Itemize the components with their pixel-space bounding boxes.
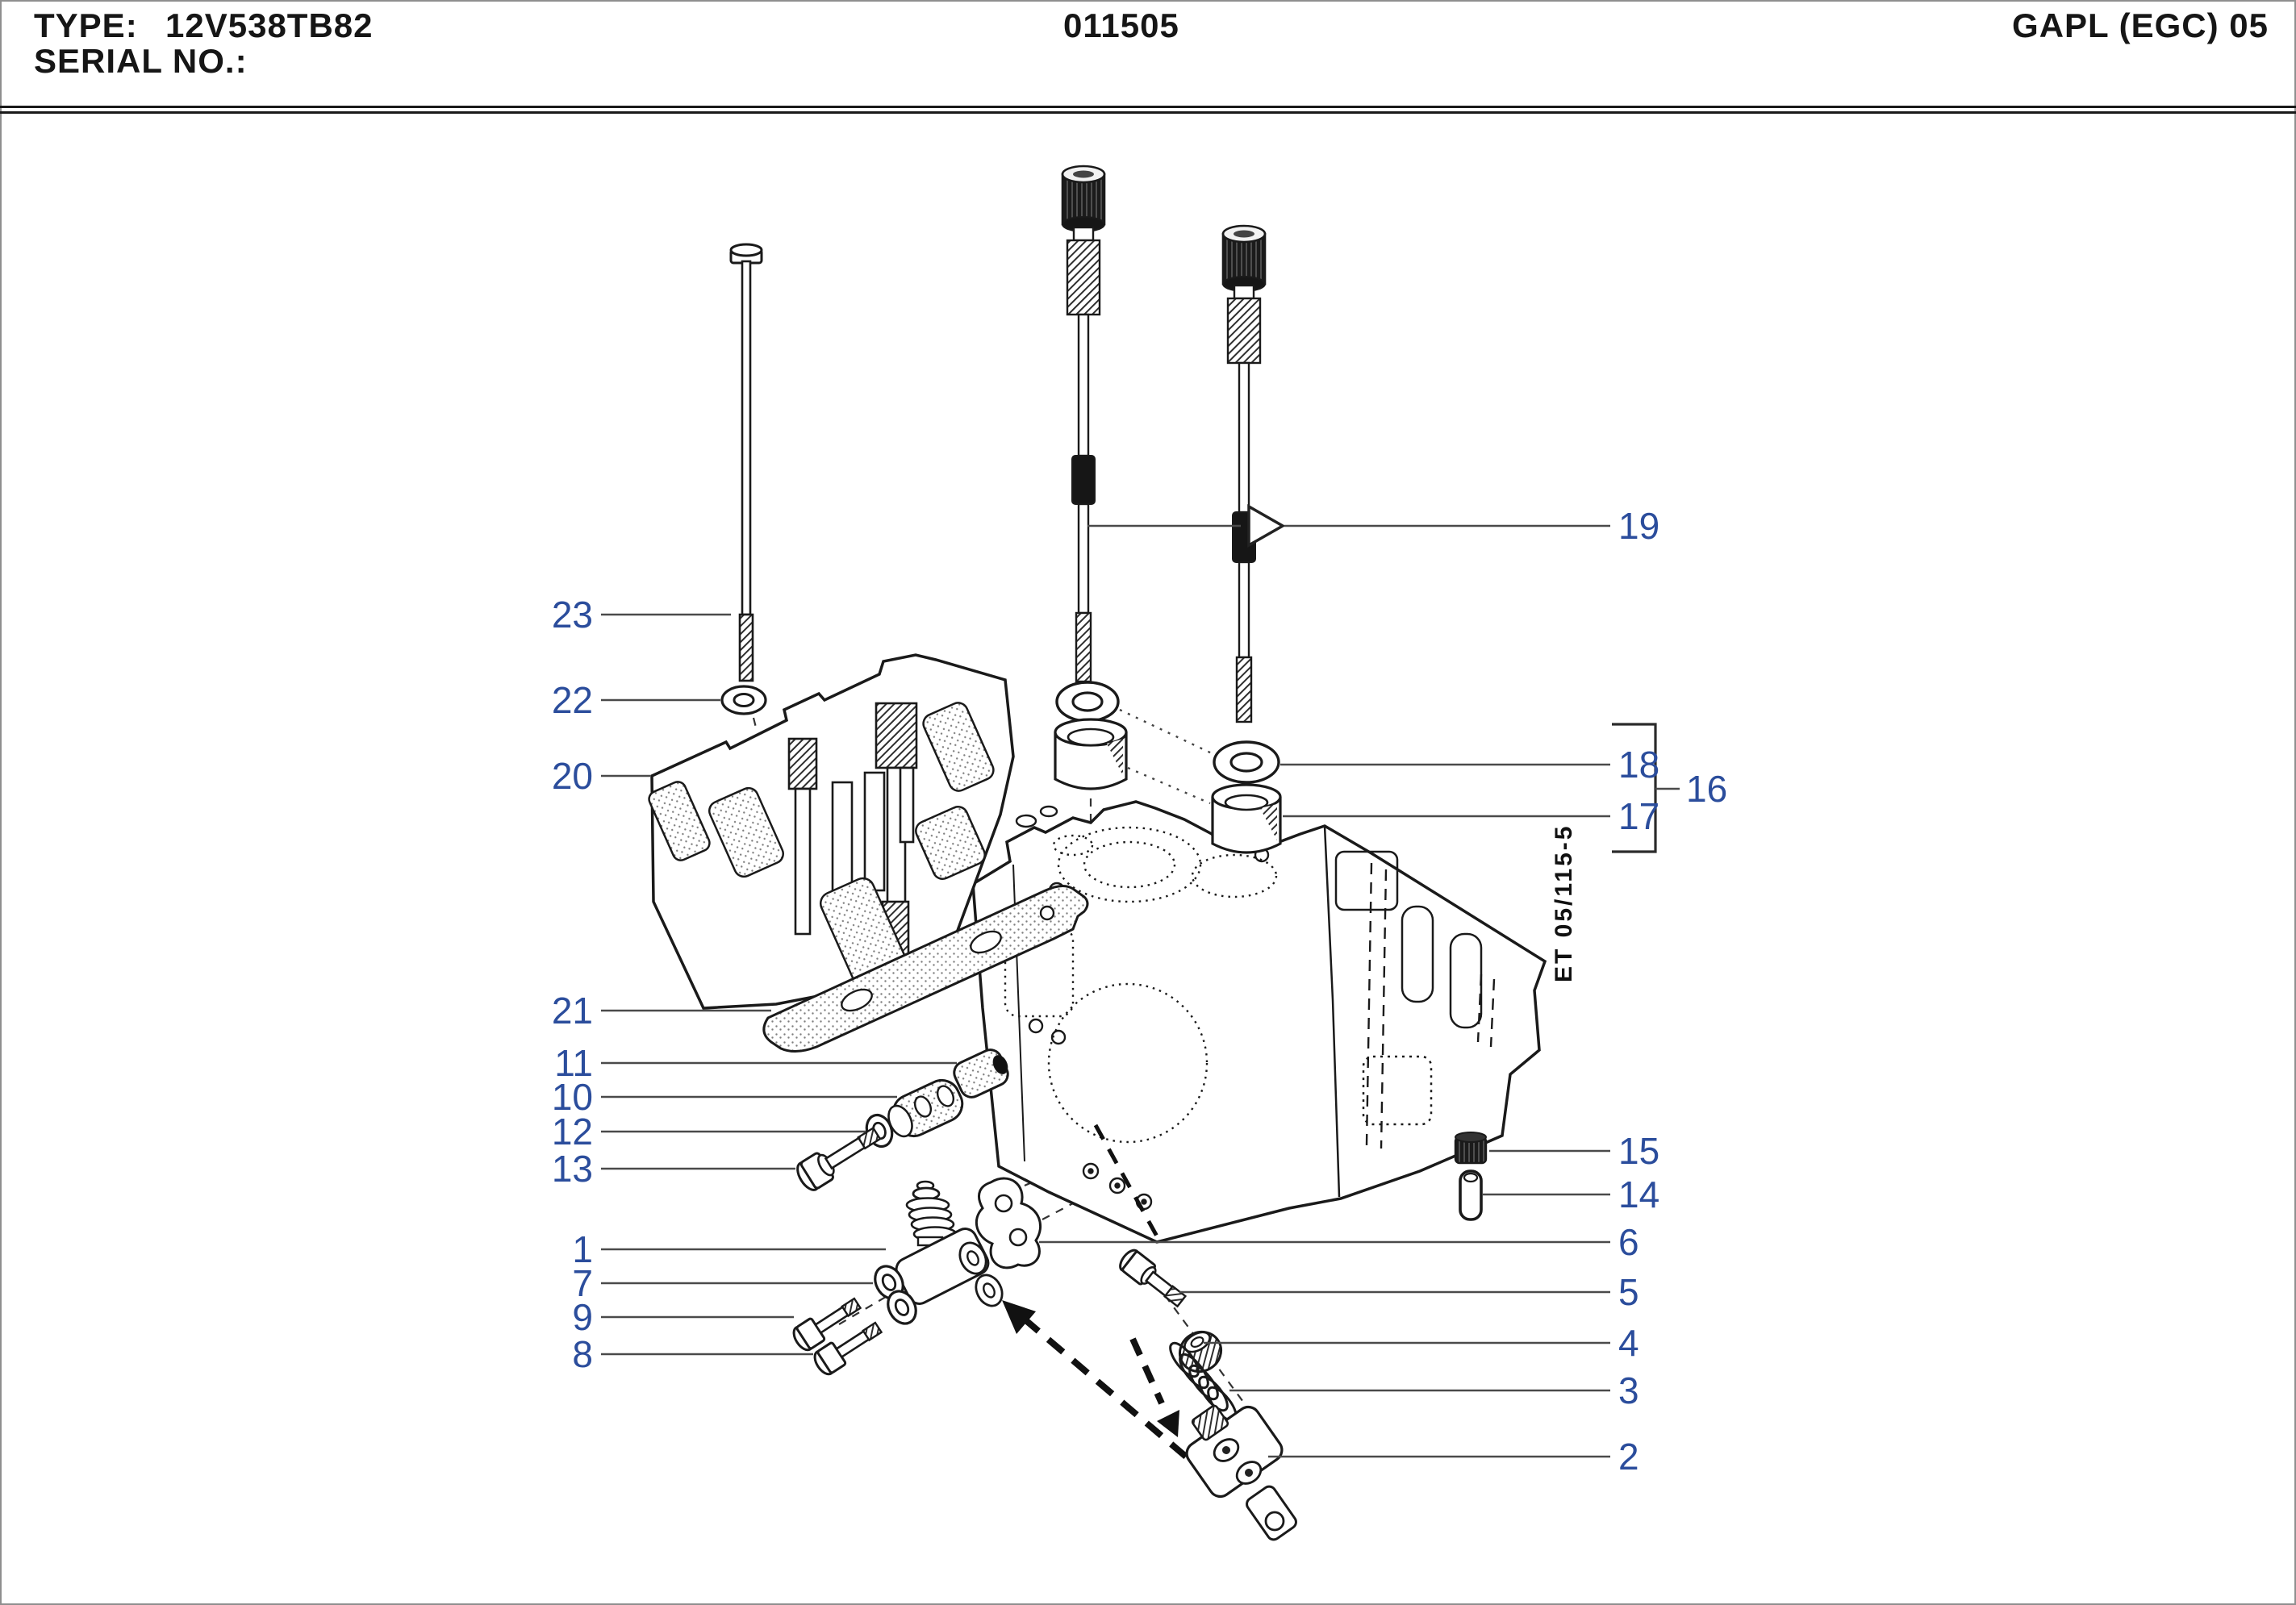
bolt-13: [796, 1126, 882, 1191]
callout-label-14: 14: [1618, 1174, 1659, 1215]
drawing-reference: ET 05/115-5: [1551, 824, 1577, 982]
document-number: 011505: [1063, 6, 1179, 44]
callout-label-13: 13: [552, 1148, 593, 1190]
header-divider: [0, 106, 2296, 114]
bolt-8: [813, 1321, 883, 1376]
serial-label: SERIAL NO.:: [34, 42, 248, 80]
rocker-bracket-2: [1185, 1404, 1297, 1541]
bolt-9: [792, 1297, 862, 1352]
head-gasket: [762, 885, 1089, 1053]
callout-label-19: 19: [1618, 505, 1659, 547]
knurled-nut-4: [1178, 1330, 1223, 1374]
callout-label-6: 6: [1618, 1221, 1639, 1263]
stud-right: [1221, 224, 1267, 723]
washer-left: [1055, 681, 1120, 723]
pin-14: [1459, 1169, 1483, 1221]
callout-label-3: 3: [1618, 1369, 1639, 1411]
clamp-plate-6: [975, 1177, 1042, 1269]
washer-9: [887, 1290, 917, 1325]
callout-label-5: 5: [1618, 1271, 1639, 1313]
callout-label-12: 12: [552, 1111, 593, 1153]
washer-18: [1213, 740, 1280, 784]
callout-label-17: 17: [1618, 795, 1659, 837]
washer-22: [720, 685, 767, 715]
stud-left: [1061, 165, 1106, 683]
motion-arrows: [1002, 1124, 1188, 1460]
sheet-code: GAPL (EGC) 05: [2012, 6, 2269, 44]
cup-seal-left: [1054, 718, 1128, 790]
callout-label-8: 8: [572, 1333, 593, 1375]
callout-label-22: 22: [552, 679, 593, 721]
callout-label-7: 7: [572, 1262, 593, 1304]
fitting-10: [887, 1078, 964, 1138]
long-bolt: [729, 243, 763, 682]
callout-label-11: 11: [554, 1042, 593, 1084]
callout-label-4: 4: [1618, 1322, 1639, 1364]
bolt-5: [1119, 1249, 1188, 1308]
plug-15: [1454, 1132, 1488, 1165]
type-label: TYPE:: [34, 6, 138, 44]
callout-label-23: 23: [552, 594, 593, 636]
callout-label-21: 21: [552, 990, 593, 1032]
callout-label-9: 9: [572, 1296, 593, 1338]
callout-label-16: 16: [1686, 768, 1727, 810]
type-value: 12V538TB82: [165, 6, 374, 44]
callout-label-2: 2: [1618, 1436, 1639, 1478]
cup-seal-17: [1211, 783, 1282, 854]
arrow-19: [1087, 503, 1286, 548]
valve-assembly: [895, 1180, 1004, 1307]
axis-dotted-lines: [1119, 708, 1213, 805]
callout-label-18: 18: [1618, 744, 1659, 786]
callout-label-20: 20: [552, 755, 593, 797]
fitting-11: [953, 1048, 1009, 1098]
callout-label-1: 1: [572, 1228, 593, 1270]
spring-3: [1169, 1341, 1238, 1423]
rocker-housing: [648, 653, 1015, 1010]
cylinder-head-block: [971, 800, 1547, 1244]
callout-label-15: 15: [1618, 1130, 1659, 1172]
callout-label-10: 10: [552, 1076, 593, 1118]
